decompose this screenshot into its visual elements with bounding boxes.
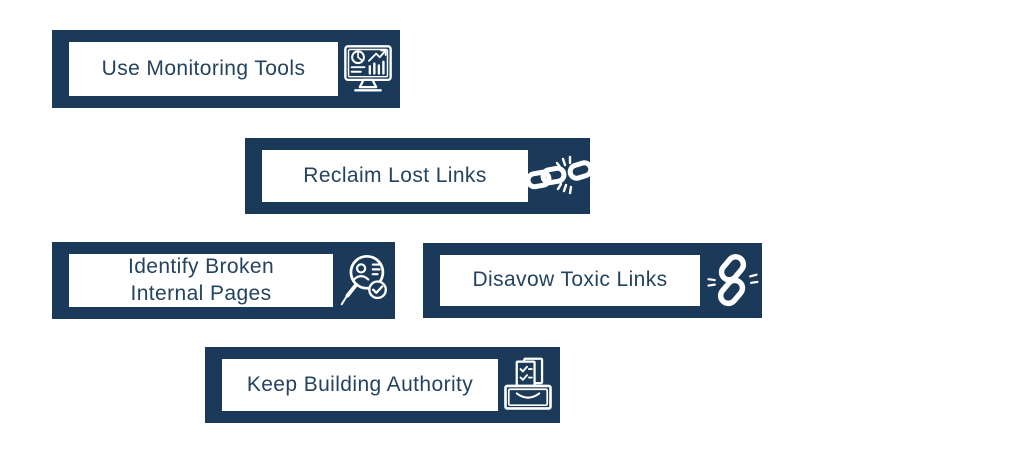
card-label-panel: Reclaim Lost Links <box>262 150 528 202</box>
card-label: Keep Building Authority <box>246 372 474 396</box>
card-label-panel: Identify Broken Internal Pages <box>69 254 333 307</box>
card-label-panel: Use Monitoring Tools <box>69 42 338 96</box>
card-keep-building-authority: Keep Building Authority <box>205 347 560 423</box>
card-identify-broken-internal-pages: Identify Broken Internal Pages <box>52 242 395 319</box>
card-label: Reclaim Lost Links <box>303 163 487 187</box>
search-profile-check-icon <box>333 249 395 313</box>
broken-chain-icon <box>526 151 592 201</box>
card-label: Use Monitoring Tools <box>101 56 306 80</box>
documents-tray-icon <box>498 353 558 417</box>
card-label-panel: Disavow Toxic Links <box>440 255 700 306</box>
card-disavow-toxic-links: Disavow Toxic Links <box>423 243 762 318</box>
card-label: Disavow Toxic Links <box>472 268 668 292</box>
card-reclaim-lost-links: Reclaim Lost Links <box>245 138 592 214</box>
card-use-monitoring-tools: Use Monitoring Tools <box>52 30 400 108</box>
card-label: Identify Broken Internal Pages <box>127 255 275 305</box>
card-label-panel: Keep Building Authority <box>222 359 498 411</box>
chain-link-icon <box>702 252 762 310</box>
monitor-analytics-icon <box>339 40 397 98</box>
